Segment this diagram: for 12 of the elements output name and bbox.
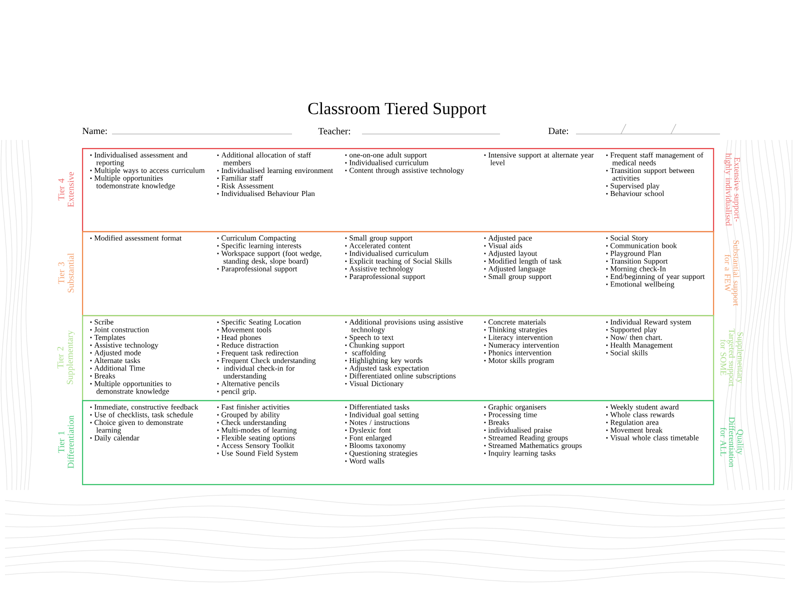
tier-description: Quality Differentiation for ALL bbox=[720, 417, 744, 468]
field-label: Date: bbox=[548, 128, 568, 134]
tier-label: Tier 4 Extensive bbox=[58, 172, 74, 207]
tier-description: Substantial support for a FEW bbox=[724, 240, 740, 306]
tier-description: Extensive support-highly individualised bbox=[724, 153, 740, 226]
field-label: Teacher: bbox=[318, 128, 350, 134]
tier-label: Tier 2 Supplementary bbox=[57, 330, 75, 384]
field-label: Name: bbox=[82, 128, 107, 134]
title: Classroom Tiered Support bbox=[308, 102, 486, 118]
tier-label: Tier 3 Substantial bbox=[58, 253, 74, 292]
tier-description: Supplementary Targeted support for SOME bbox=[720, 328, 744, 386]
tier-label: Tier 1 Differentiation bbox=[58, 415, 74, 468]
